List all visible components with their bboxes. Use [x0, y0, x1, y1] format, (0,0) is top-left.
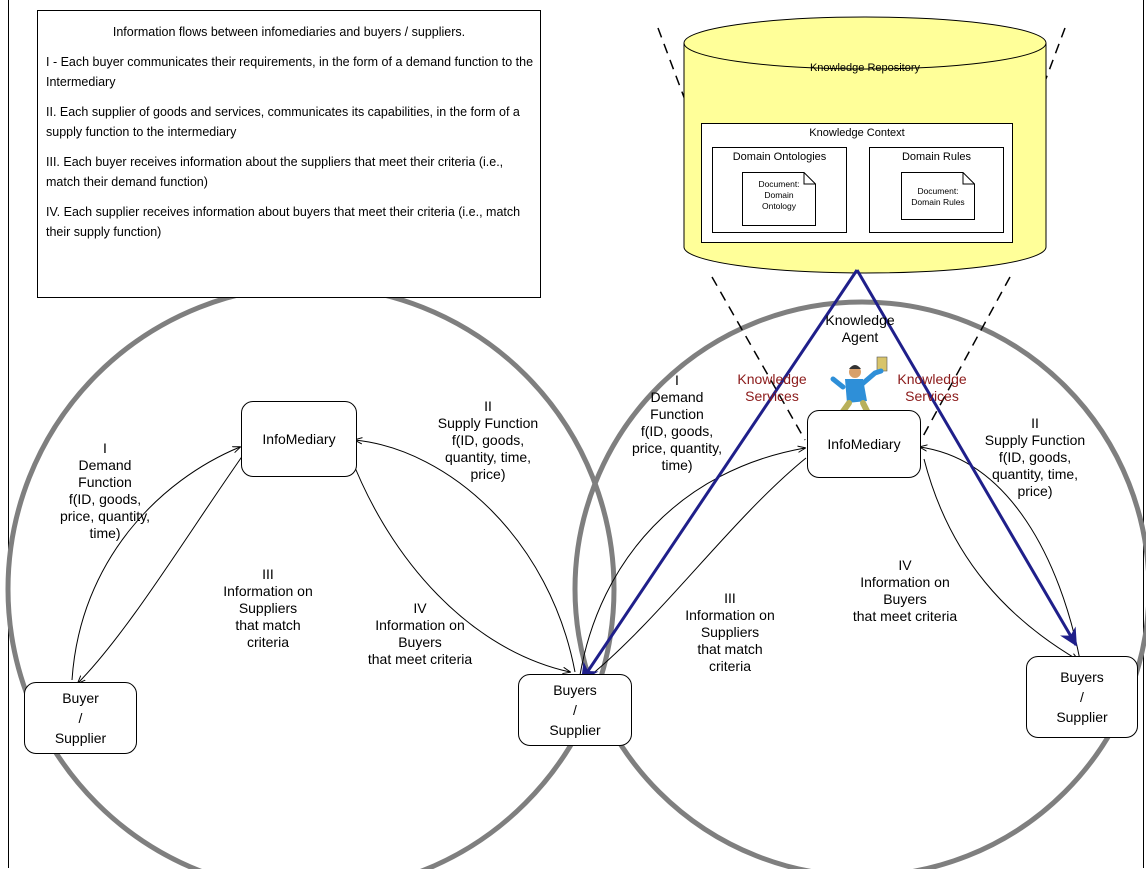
right-label-info-on-suppliers: III Information on Suppliers that match … [685, 590, 775, 674]
left-buyer-supplier-box: Buyer / Supplier [24, 682, 137, 754]
left-label-demand-function: I Demand Function f(ID, goods, price, qu… [59, 440, 150, 541]
knowledge-services-right-label: Knowledge Services [897, 371, 967, 404]
page-frame [8, 0, 1144, 868]
legend-item-iv: IV. Each supplier receives information a… [46, 205, 521, 239]
center-buyers-supplier-box: Buyers / Supplier [518, 674, 632, 746]
ontology-document-label: Document: Domain Ontology [758, 179, 800, 211]
legend-title: Information flows between infomediaries … [112, 25, 466, 39]
left-label-supply-function: II Supply Function f(ID, goods, quantity… [437, 398, 539, 482]
right-label-demand-function: I Demand Function f(ID, goods, price, qu… [631, 372, 722, 473]
knowledge-context-box: Knowledge Context Domain Ontologies Docu… [701, 123, 1013, 243]
domain-ontologies-box: Domain Ontologies Document: Domain Ontol… [712, 147, 847, 233]
domain-rules-box: Domain Rules Document: Domain Rules [869, 147, 1004, 233]
knowledge-services-left-label: Knowledge Services [737, 371, 807, 404]
knowledge-agent-label: Knowledge Agent [825, 312, 895, 345]
domain-ontologies-title: Domain Ontologies [732, 151, 827, 163]
left-label-info-on-suppliers: III Information on Suppliers that match … [223, 566, 313, 650]
legend-item-iii: III. Each buyer receives information abo… [46, 155, 504, 189]
right-flow-arrows [579, 447, 1081, 680]
repository-title: Knowledge Repository [809, 62, 921, 74]
rules-document-label: Document: Domain Rules [911, 186, 965, 207]
legend-box: Information flows between infomediaries … [37, 10, 541, 298]
right-marketplace-circle [572, 299, 1146, 869]
left-label-info-on-buyers: IV Information on Buyers that meet crite… [367, 600, 473, 667]
legend-item-i: I - Each buyer communicates their requir… [46, 55, 534, 89]
right-buyers-supplier-box: Buyers / Supplier [1026, 656, 1138, 738]
rules-document-icon [901, 172, 975, 220]
right-label-supply-function: II Supply Function f(ID, goods, quantity… [984, 415, 1086, 499]
knowledge-service-lines [580, 269, 1078, 682]
right-label-info-on-buyers: IV Information on Buyers that meet crite… [852, 557, 958, 624]
right-infomediary-box: InfoMediary [807, 410, 921, 478]
knowledge-context-title: Knowledge Context [809, 127, 905, 139]
left-flow-arrows [71, 440, 576, 683]
ontology-document-icon [742, 172, 816, 226]
legend-item-ii: II. Each supplier of goods and services,… [46, 105, 520, 139]
left-infomediary-box: InfoMediary [241, 401, 357, 477]
domain-rules-title: Domain Rules [901, 151, 972, 163]
